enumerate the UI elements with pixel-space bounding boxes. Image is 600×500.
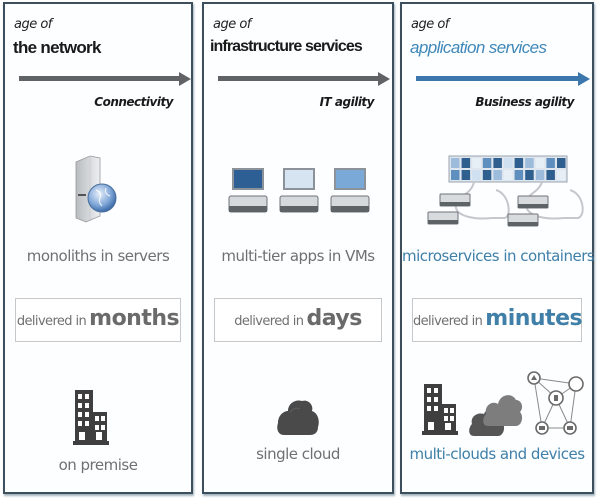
- container-cell: [472, 170, 481, 180]
- container-cell: [546, 158, 555, 168]
- container-cell: [546, 170, 555, 180]
- vm-laptop-icon: [228, 168, 370, 213]
- container-cell: [525, 158, 534, 168]
- deployment-label: multi-clouds and devices: [409, 445, 585, 463]
- container-cell: [482, 170, 492, 180]
- container-cell: [557, 158, 566, 168]
- building-icon: [422, 384, 458, 435]
- timeline-arrow: [19, 72, 191, 86]
- cloud-icon: [277, 400, 319, 435]
- container-cell: [482, 158, 492, 168]
- delivered-prefix: delivered in: [234, 314, 304, 329]
- age-label: age of: [14, 17, 52, 32]
- delivered-prefix: delivered in: [16, 314, 87, 329]
- age-label: age of: [411, 17, 449, 32]
- container-cell: [451, 170, 460, 180]
- container-cell: [535, 170, 545, 180]
- timeline-arrow: [218, 72, 390, 86]
- panel-title: the network: [13, 38, 101, 57]
- arrow-caption: IT agility: [319, 95, 375, 109]
- container-cell: [493, 170, 502, 180]
- arrow-caption: Business agility: [475, 95, 574, 109]
- panel-age-of-infrastructure-services: age of infrastructure services IT agilit…: [202, 2, 394, 494]
- panel-age-of-network: age of the network Connectivity monolith…: [3, 2, 193, 494]
- timeline-arrow: [416, 72, 590, 86]
- server-globe-icon: [75, 155, 117, 223]
- delivered-unit: minutes: [485, 306, 583, 331]
- panel-age-of-application-services: age of application services Business agi…: [400, 2, 595, 494]
- workload-label: monoliths in servers: [26, 247, 170, 265]
- container-cell: [493, 158, 502, 168]
- panel-title: application services: [410, 38, 547, 57]
- deployment-label: on premise: [58, 456, 138, 474]
- arrow-caption: Connectivity: [94, 95, 173, 109]
- container-cell: [504, 158, 513, 168]
- container-cell: [461, 170, 471, 180]
- age-label: age of: [213, 17, 251, 32]
- multi-cloud-icon: [469, 395, 523, 436]
- container-cell: [451, 158, 460, 168]
- delivered-unit: days: [306, 306, 362, 331]
- container-cell: [535, 158, 545, 168]
- delivered-prefix: delivered in: [413, 314, 483, 329]
- panel-title: infrastructure services: [210, 38, 363, 55]
- container-cell: [525, 170, 534, 180]
- container-cell: [514, 170, 524, 180]
- container-cell: [461, 158, 471, 168]
- workload-label: microservices in containers: [402, 247, 595, 265]
- container-cell: [504, 170, 513, 180]
- container-cell: [514, 158, 524, 168]
- container-grid-icon: [427, 155, 584, 227]
- building-icon: [73, 390, 109, 445]
- delivered-unit: months: [89, 306, 180, 331]
- deployment-label: single cloud: [256, 445, 340, 463]
- device-network-icon: [527, 371, 584, 435]
- workload-label: multi-tier apps in VMs: [221, 247, 375, 265]
- container-cell: [472, 158, 481, 168]
- container-cell: [557, 170, 566, 180]
